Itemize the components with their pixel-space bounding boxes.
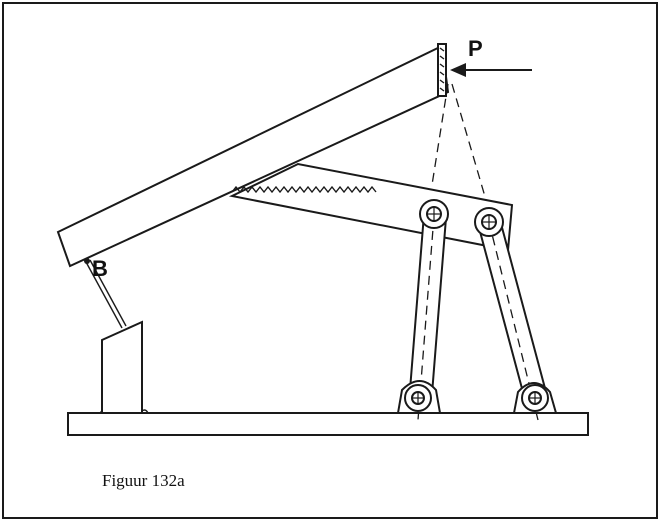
main-beam [56,44,450,268]
weld-seam [231,185,377,194]
figure-caption: Figuur 132a [102,471,185,490]
strut-rod [85,261,123,329]
force-arrowhead [450,63,466,77]
line-of-action-right [451,83,487,201]
left-link [396,199,449,421]
lower-beam [228,162,514,252]
joint-b-label: B [92,256,108,281]
right-link [474,207,558,421]
support-block [101,320,143,414]
force-label: P [468,36,483,61]
line-of-action-left [431,83,449,186]
base-plate [67,412,589,436]
end-plate [437,43,447,97]
